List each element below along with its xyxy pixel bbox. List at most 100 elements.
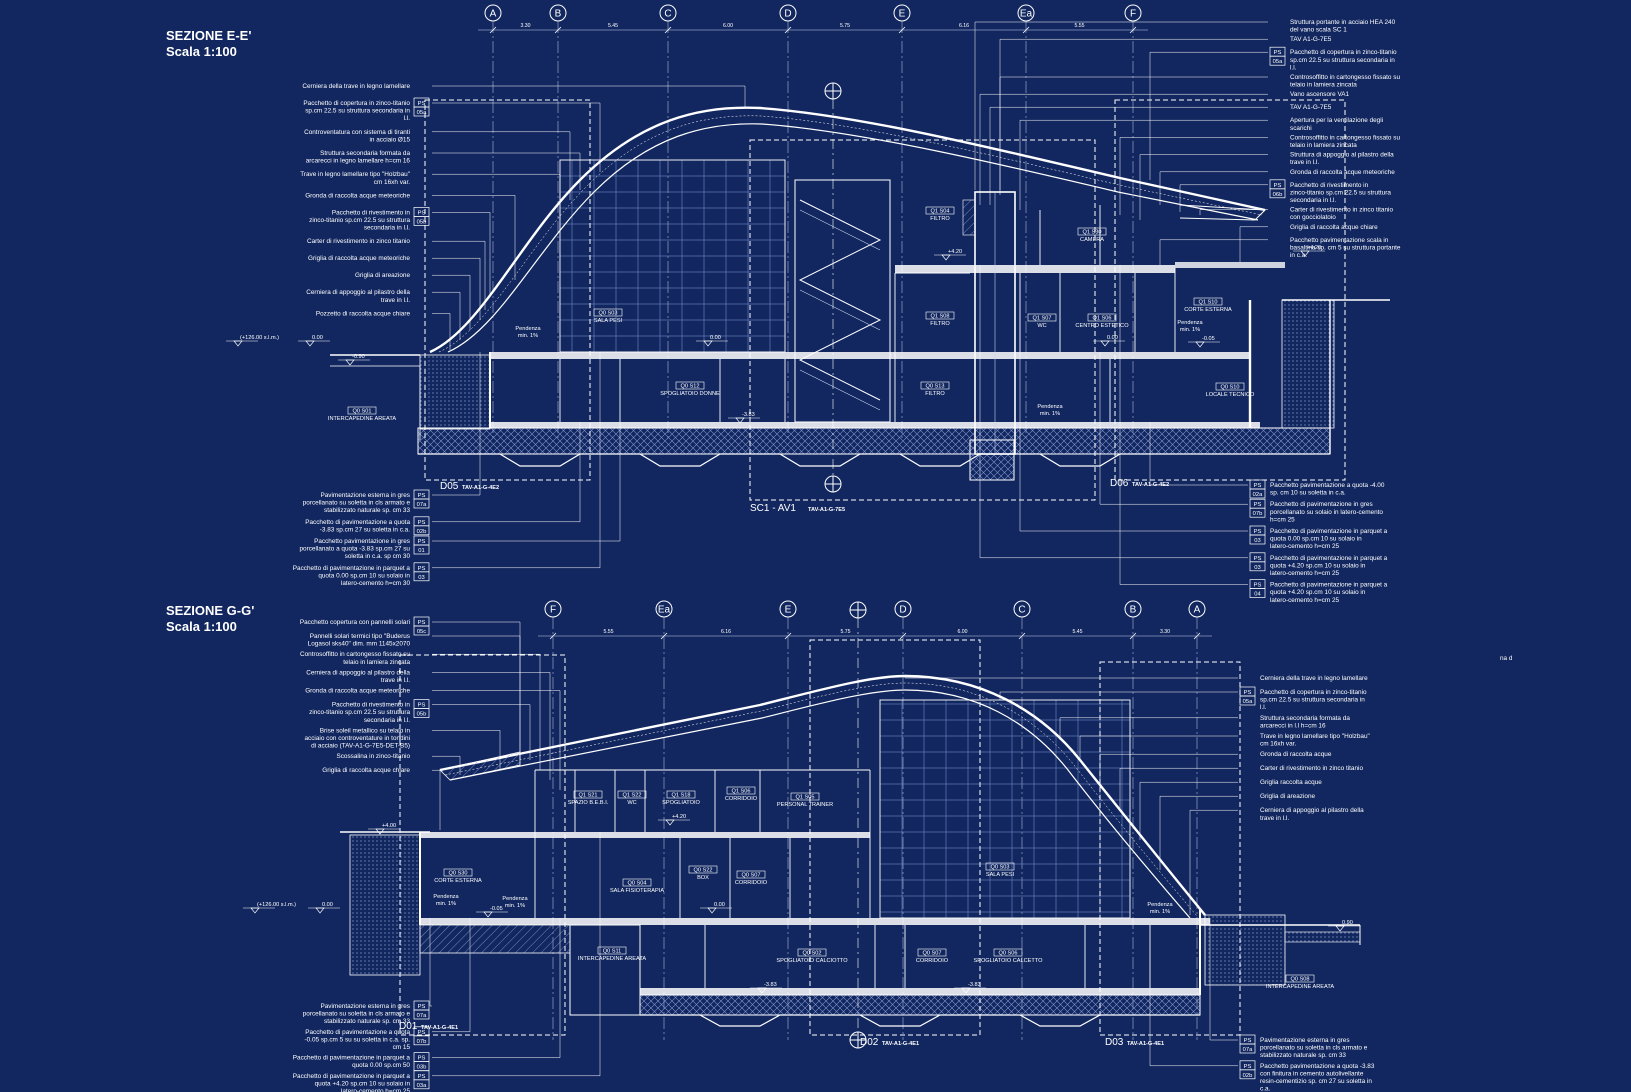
annotation-text: sp.cm 22.5 su struttura secondaria in <box>305 108 410 115</box>
annotation-text: quota 0.00 sp.cm 10 su solaio in <box>318 572 410 579</box>
ps-tag-code: PS <box>418 101 426 107</box>
level-marker: 0.90 <box>1328 920 1360 932</box>
level-value: -0.05 <box>490 906 503 912</box>
axis-label: E <box>899 9 906 20</box>
annotation: Scossalina in zinco-titanio <box>336 753 461 775</box>
room-name: CORRIDOIO <box>916 958 949 964</box>
annotation-text: arcarecci in l.l h=cm 16 <box>1260 722 1326 729</box>
annotation: Pacchetto di pavimentazione a quota-3.83… <box>305 422 581 536</box>
ps-tag-number: 02b <box>417 529 427 535</box>
level-value: 0.00 <box>710 335 721 341</box>
annotation-text: Brise soleil metallico su telaio in <box>320 727 411 734</box>
room-code: Q1 S06 <box>1093 316 1112 322</box>
partitions <box>534 769 1151 988</box>
annotation-text: zinco-titanio sp.cm 22.5 su struttura <box>1290 189 1391 196</box>
room-code: Q0 S03 <box>599 311 618 317</box>
room-name: CENTRO ESTETICO <box>1075 323 1129 329</box>
dimension-value: 6.00 <box>723 23 733 29</box>
annotation: Pacchetto di rivestimento inzinco-titani… <box>1179 179 1391 212</box>
detail-ref: TAV-A1-G-4E1 <box>882 1041 919 1047</box>
annotation: Pacchetto di pavimentazione in parquet a… <box>293 352 601 587</box>
slope-text: Pendenza <box>1177 320 1203 326</box>
level-marker: (+126.00 s.l.m.) <box>226 335 279 347</box>
ps-tag-number: 05b <box>417 219 427 225</box>
room-name: INTERCAPEDINE AREATA <box>1266 984 1334 990</box>
room-name: SPOGLIATOIO CALCIOTTO <box>776 958 848 964</box>
annotation: Cerniera della trave in legno lamellare <box>904 675 1368 682</box>
section-scale: Scala 1:100 <box>166 619 237 634</box>
room-code: Q1 S07 <box>1033 316 1052 322</box>
annotation-text: Carter di rivestimento in zinco titanio <box>1260 765 1363 772</box>
annotation-text: Pacchetto di pavimentazione in gres <box>1270 501 1373 508</box>
ps-tag-code: PS <box>1244 1038 1252 1044</box>
section-cut-marker <box>849 601 867 1049</box>
level-value: (+126.00 s.l.m.) <box>257 902 296 908</box>
annotation: Pozzetto di raccolta acque chiare <box>316 310 451 350</box>
annotation-text: Pacchetto di copertura in zinco-titanio <box>303 100 410 107</box>
axis-label: A <box>1194 605 1201 616</box>
axis-label: C <box>1018 605 1025 616</box>
annotation-text: Pacchetto di pavimentazione in parquet a <box>1270 582 1388 589</box>
foundation <box>330 299 1390 481</box>
annotation: Apertura per la ventilazione degliscaric… <box>1019 117 1383 210</box>
room-code: Q0 S06 <box>999 951 1018 957</box>
annotation: Pacchetto di pavimentazione in parquet a… <box>979 265 1388 577</box>
level-markers: (+126.00 s.l.m.)0.00-0.90+4.20-3.83+4.20… <box>226 245 1325 514</box>
annotation-text: Griglia di raccolta acque chiare <box>322 767 410 774</box>
annotation: Cerniera della trave in legno lamellare <box>302 83 746 108</box>
room-name: INTERCAPEDINE AREATA <box>578 956 646 962</box>
ps-tag-number: 07a <box>417 502 427 508</box>
annotation: Griglia di raccolta acque chiare <box>1239 224 1378 262</box>
annotation-text: Cerniera di appoggio al pilastro della <box>306 669 410 676</box>
annotation-text: secondaria in l.l. <box>364 225 410 232</box>
annotation-text: TAV A1-G-7E5 <box>1290 104 1332 111</box>
dimension-value: 5.45 <box>1072 629 1082 635</box>
annotation-text: Griglia raccolta acque <box>1260 779 1322 786</box>
annotation-text: quota 0.00 sp.cm 50 <box>352 1062 410 1069</box>
annotation-text: Scossalina in zinco-titanio <box>336 753 410 760</box>
dimension-value: 5.45 <box>608 23 618 29</box>
room-name: SPOGLIATOIO <box>662 800 700 806</box>
annotation-text: telaio in lamiera zincata <box>1290 142 1357 149</box>
annotation: Griglia di raccolta acque meteoriche <box>308 255 481 320</box>
annotation-text: Pannelli solari termici tipo "Buderus <box>310 633 410 640</box>
annotation-text: con finitura in cemento autolivellante <box>1260 1070 1364 1077</box>
level-marker: (+126.00 s.l.m.) <box>243 902 296 914</box>
annotation: Carter di rivestimento in zinco titanioc… <box>1199 207 1393 221</box>
slope-text: Pendenza <box>502 896 528 902</box>
axis-label: B <box>555 9 562 20</box>
detail-ref: TAV-A1-G-4E2 <box>1132 482 1169 488</box>
annotation: Trave in legno lamellare tipo "Holzbau"c… <box>1079 733 1370 760</box>
annotation: Pacchetto di copertura in zinco-titanios… <box>1149 46 1397 180</box>
slope-text: Pendenza <box>1037 404 1063 410</box>
ps-tag-number: 03 <box>1254 538 1260 544</box>
annotation-text: Cerniera di appoggio al pilastro della <box>306 289 410 296</box>
annotation-text: Controsoffitto in cartongesso fissato su <box>300 651 410 658</box>
ps-tag-number: 02b <box>1243 1073 1253 1079</box>
annotation-text: quota +4.20 sp.cm 10 su solaio in <box>1270 562 1366 569</box>
detail-ref: TAV-A1-G-4E1 <box>421 1025 458 1031</box>
room-code: Q0 S22 <box>694 868 713 874</box>
annotation-text: Griglia di raccolta acque chiare <box>1290 224 1378 231</box>
annotation-text: porcellanato su soletta in cls armato e <box>1260 1045 1368 1052</box>
room-code: Q1 S30 <box>1083 230 1102 236</box>
level-marker: 0.00 <box>308 902 340 914</box>
annotation: Pacchetto pavimentazione a quota -3.83co… <box>1149 988 1375 1092</box>
annotation-text: stabilizzato naturale sp. cm 33 <box>1260 1052 1346 1059</box>
dimension-value: 5.55 <box>1074 23 1084 29</box>
level-value: 0.00 <box>312 335 323 341</box>
annotation-text: Griglia di areazione <box>355 272 411 279</box>
slope-text: Pendenza <box>515 326 541 332</box>
annotation-text: Pacchetto di pavimentazione in parquet a <box>1270 555 1388 562</box>
